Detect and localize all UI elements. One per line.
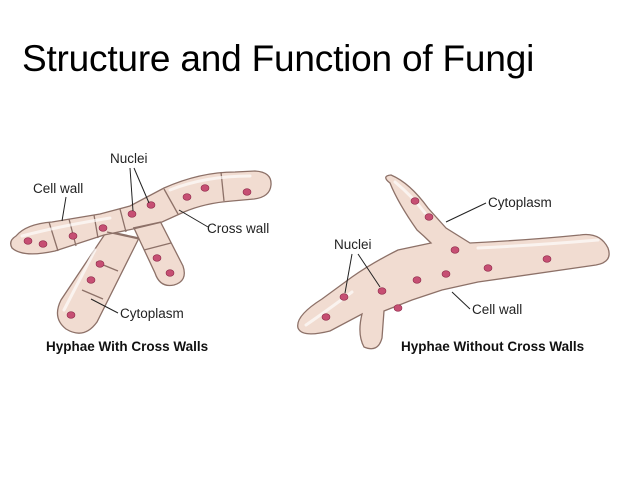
nucleus bbox=[483, 264, 493, 272]
nucleus bbox=[321, 313, 331, 321]
label-cytoplasm: Cytoplasm bbox=[488, 195, 552, 210]
hypha-coenocytic bbox=[297, 174, 610, 350]
cross-walls bbox=[48, 171, 225, 300]
nucleus bbox=[146, 201, 156, 209]
nucleus bbox=[410, 197, 420, 205]
label-nuclei: Nuclei bbox=[334, 237, 372, 252]
nucleus bbox=[38, 240, 48, 248]
nucleus bbox=[393, 304, 403, 312]
nuclei-left bbox=[23, 184, 252, 319]
nucleus bbox=[377, 287, 387, 295]
label-cross-wall: Cross wall bbox=[207, 221, 269, 236]
nucleus bbox=[542, 255, 552, 263]
label-cell-wall: Cell wall bbox=[472, 302, 522, 317]
nucleus bbox=[200, 184, 210, 192]
nucleus bbox=[127, 210, 137, 218]
nuclei-right bbox=[321, 197, 552, 321]
nucleus bbox=[242, 188, 252, 196]
hypha-branch-lower bbox=[56, 230, 140, 334]
nucleus bbox=[152, 254, 162, 262]
label-nuclei: Nuclei bbox=[110, 151, 148, 166]
hyphae-without-cross-walls: Cytoplasm Nuclei Cell wall Hyphae Withou… bbox=[297, 174, 610, 354]
caption-without-cross-walls: Hyphae Without Cross Walls bbox=[401, 339, 584, 354]
nucleus bbox=[86, 276, 96, 284]
label-cell-wall: Cell wall bbox=[33, 181, 83, 196]
nucleus bbox=[66, 311, 76, 319]
nucleus bbox=[98, 224, 108, 232]
nucleus bbox=[165, 269, 175, 277]
nucleus bbox=[450, 246, 460, 254]
slide-title: Structure and Function of Fungi bbox=[22, 38, 535, 79]
nucleus bbox=[182, 193, 192, 201]
hyphae-with-cross-walls: Nuclei Cell wall Cross wall Cytoplasm Hy… bbox=[10, 151, 272, 354]
nucleus bbox=[412, 276, 422, 284]
nucleus bbox=[68, 232, 78, 240]
hypha-branch-middle bbox=[132, 220, 185, 287]
nucleus bbox=[95, 260, 105, 268]
caption-with-cross-walls: Hyphae With Cross Walls bbox=[46, 339, 208, 354]
nucleus bbox=[339, 293, 349, 301]
nucleus bbox=[441, 270, 451, 278]
nucleus bbox=[424, 213, 434, 221]
nucleus bbox=[23, 237, 33, 245]
label-cytoplasm: Cytoplasm bbox=[120, 306, 184, 321]
